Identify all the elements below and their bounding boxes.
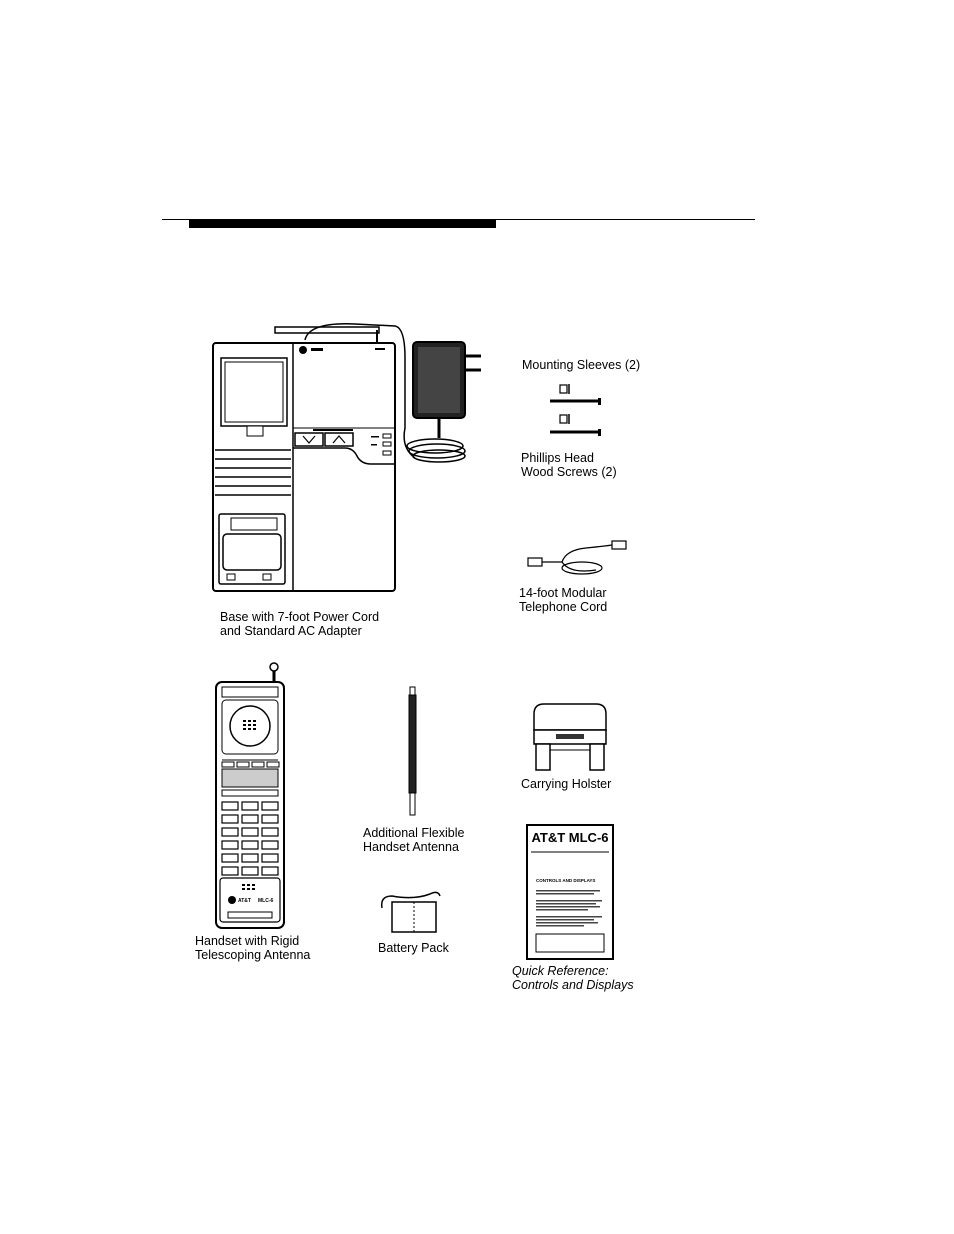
carrying-holster-illustration	[533, 703, 607, 771]
handset-illustration: AT&T MLC-6	[215, 662, 285, 929]
caption-quick-reference: Quick Reference: Controls and Displays	[512, 964, 634, 992]
caption-screws: Phillips Head Wood Screws (2)	[521, 451, 617, 479]
caption-mounting-sleeves: Mounting Sleeves (2)	[522, 358, 641, 372]
flexible-antenna-illustration	[408, 686, 417, 816]
caption-telephone-cord: 14-foot Modular Telephone Cord	[519, 586, 608, 614]
caption-handset: Handset with Rigid Telescoping Antenna	[195, 934, 311, 962]
quickref-card-heading: CONTROLS AND DISPLAYS	[536, 878, 595, 883]
quickref-card-brand: AT&T MLC-6	[531, 830, 608, 845]
telephone-cord-illustration	[527, 540, 627, 575]
caption-holster: Carrying Holster	[521, 777, 612, 791]
caption-battery: Battery Pack	[378, 941, 449, 955]
caption-flexible-antenna: Additional Flexible Handset Antenna	[363, 826, 465, 854]
quick-reference-card-illustration: AT&T MLC-6 CONTROLS AND DISPLAYS	[526, 824, 614, 960]
header-rule-thick	[189, 220, 496, 228]
handset-model-label: MLC-6	[258, 898, 273, 904]
battery-pack-illustration	[380, 891, 441, 933]
base-unit-illustration	[212, 323, 481, 592]
caption-base: Base with 7-foot Power Cord and Standard…	[220, 610, 380, 638]
screws-illustration	[550, 384, 601, 436]
header-rule-thin	[162, 219, 755, 220]
handset-brand-label: AT&T	[238, 898, 251, 904]
